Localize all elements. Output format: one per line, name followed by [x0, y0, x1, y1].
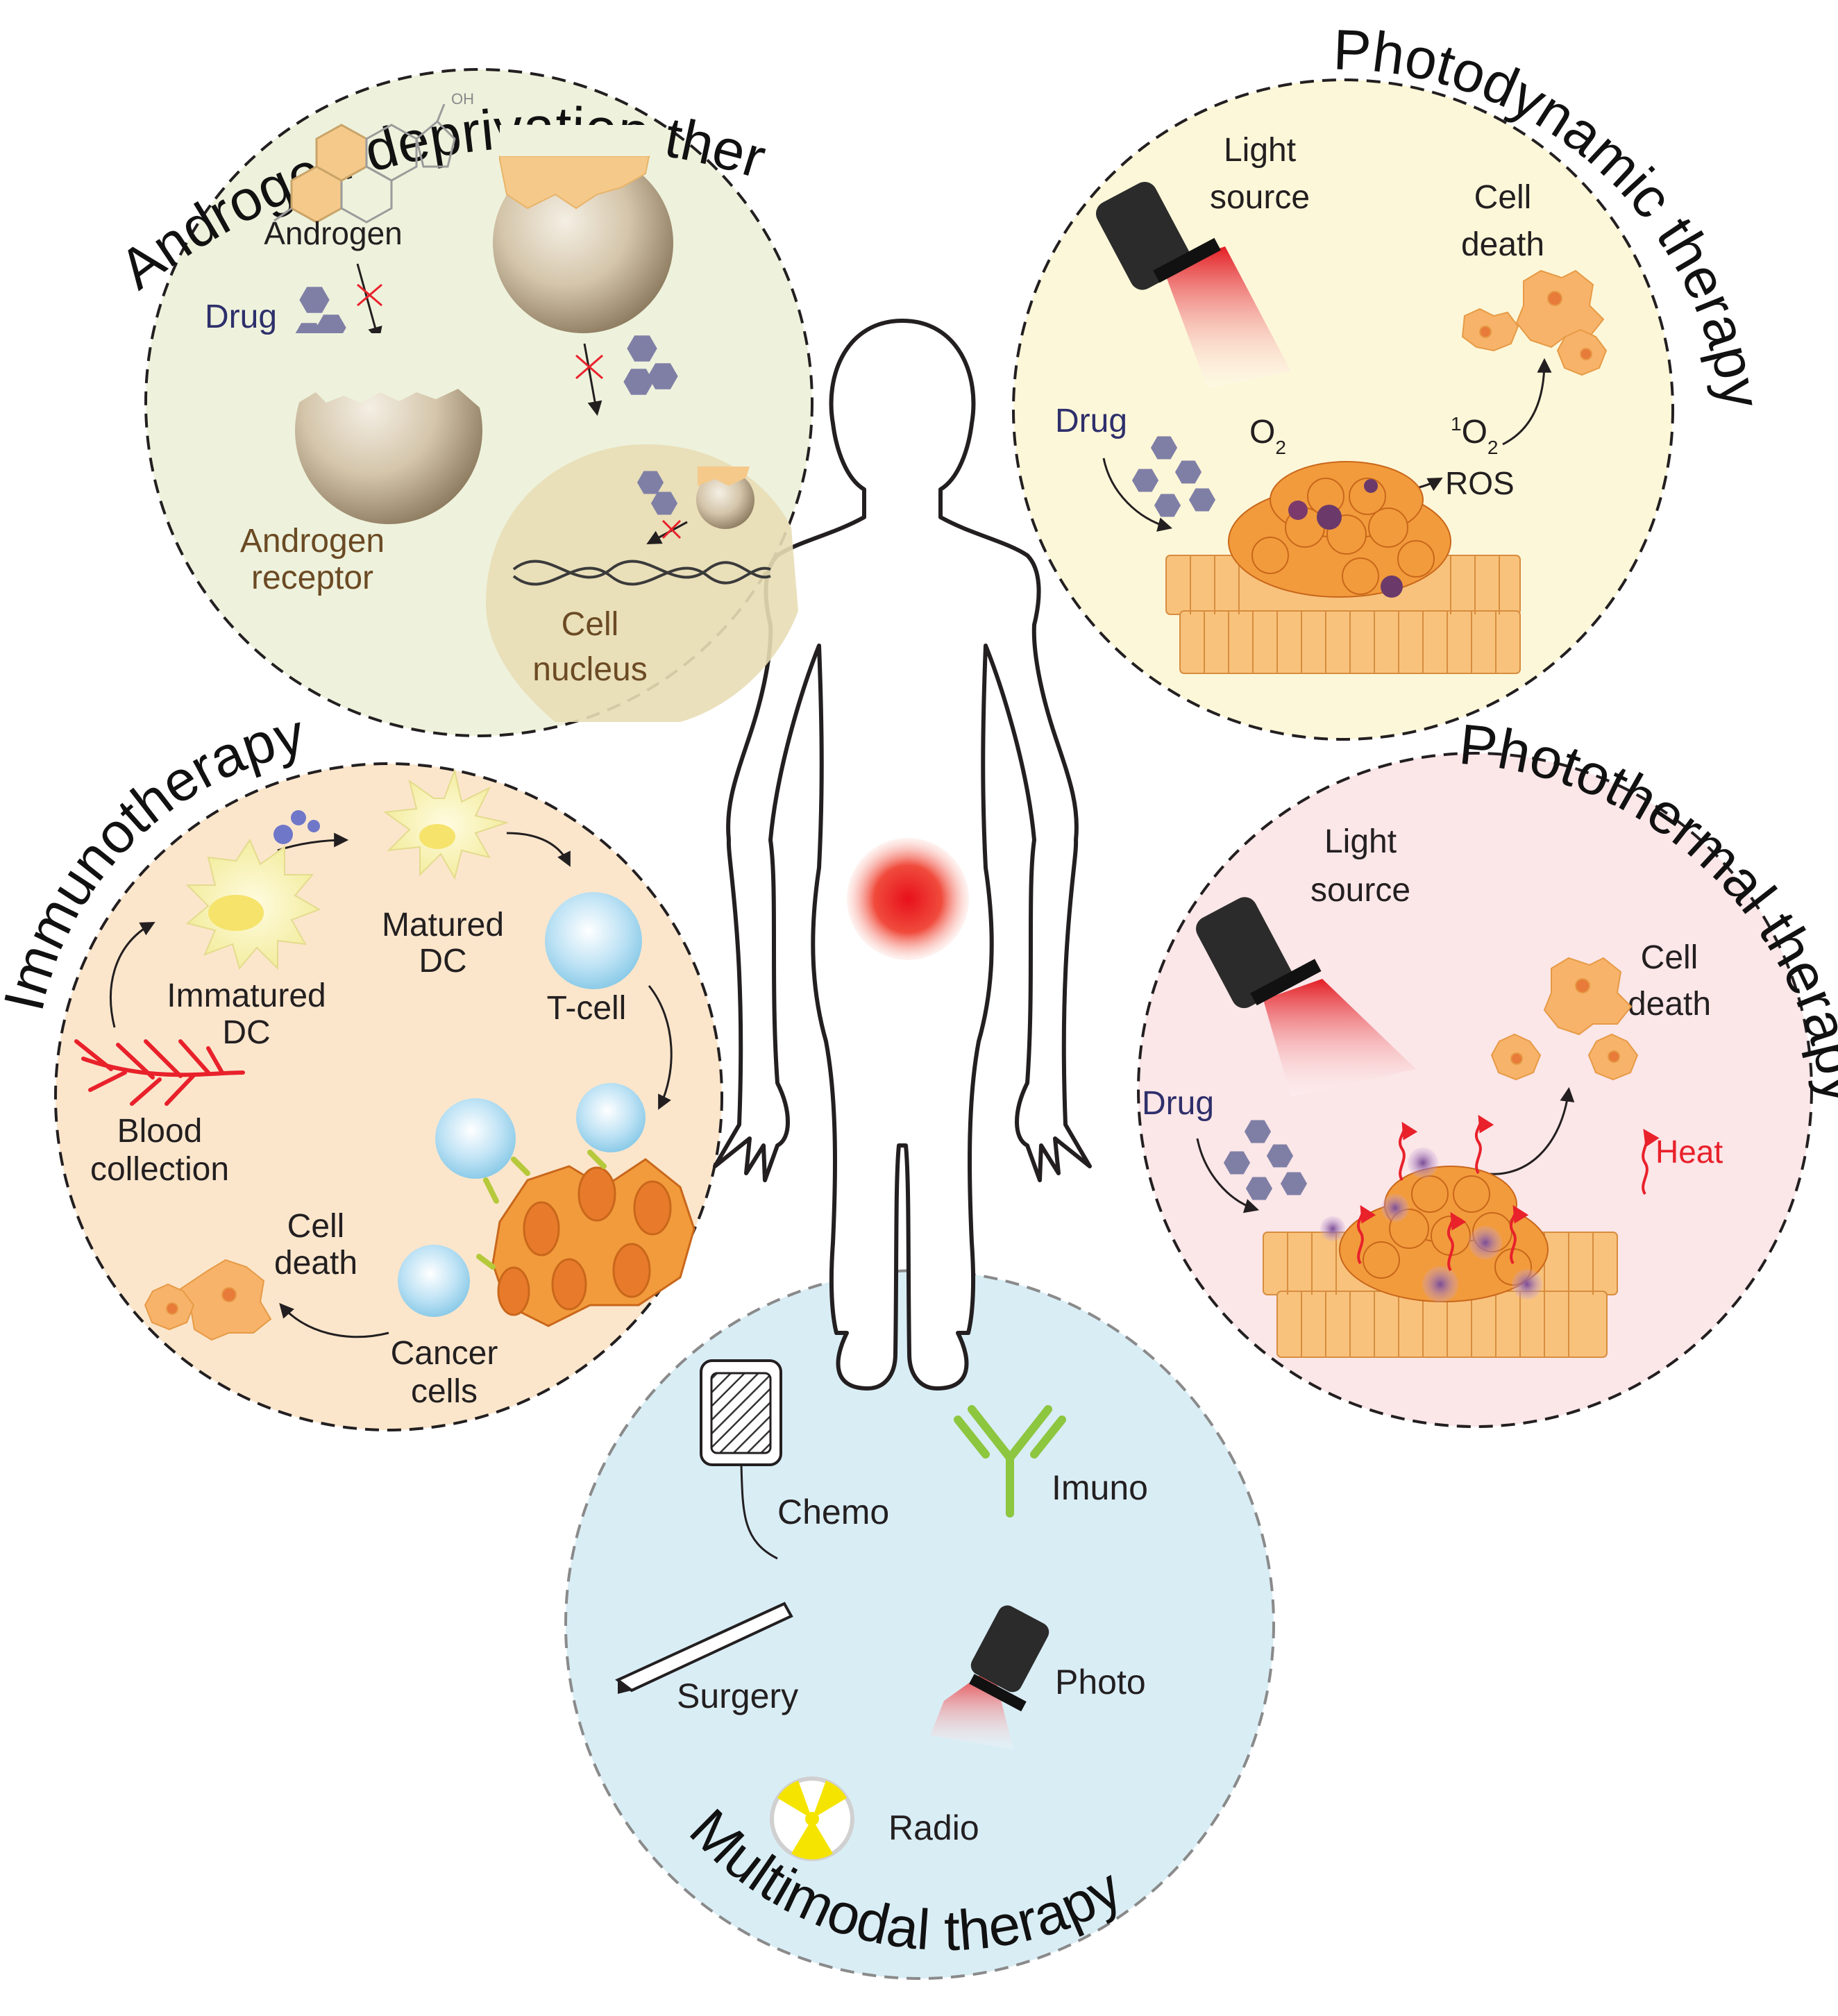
photo-label: Photo: [1055, 1663, 1146, 1702]
pdt-arrow-death: [1502, 358, 1552, 446]
bound-receptor-sphere: [493, 125, 673, 333]
ptt-dead-cells: [1490, 957, 1639, 1081]
radiation-icon: [770, 1776, 854, 1861]
oh-label: OH: [451, 90, 474, 108]
adt-arrow-androgen: [356, 263, 382, 342]
tcell-label: T-cell: [547, 990, 627, 1027]
cancer-cells-cluster: [491, 1158, 695, 1327]
heat-label: Heat: [1655, 1134, 1723, 1170]
matured-dc-cell: [383, 768, 509, 880]
scalpel-icon: [615, 1602, 793, 1694]
adt-drug-label: Drug: [205, 299, 277, 335]
pdt-o2-label: O2: [1249, 414, 1286, 458]
pdt-arrow-drug: [1102, 457, 1173, 532]
antibody-icon: [954, 1405, 1066, 1518]
pdt-death-label-1: Cell: [1474, 179, 1532, 216]
pdt-death-label-2: death: [1461, 226, 1544, 263]
matured-dc-bubbles: [273, 810, 320, 844]
ptt-heat-arrows: [1356, 1114, 1529, 1272]
immatured-label-2: DC: [222, 1014, 270, 1051]
blood-label-2: collection: [90, 1151, 229, 1188]
nucleus-label-1: Cell: [562, 606, 619, 643]
immuno-death-label-1: Cell: [287, 1208, 345, 1245]
ptt-nanoparticles: [1320, 1148, 1542, 1302]
adt-arrow-nucleus: [583, 343, 602, 417]
pdt-drug-label: Drug: [1055, 403, 1127, 439]
antibodies: [476, 1150, 607, 1270]
nucleus-small-receptor: [696, 467, 754, 529]
adt-block-cross-1: [357, 283, 382, 307]
pdt-light-source: [1095, 182, 1291, 389]
pdt-light-label-1: Light: [1224, 132, 1296, 169]
chemo-bag-icon: [700, 1359, 782, 1560]
blood-vessel: [74, 1039, 245, 1106]
radio-label: Radio: [888, 1808, 979, 1847]
pdt-dead-cells: [1461, 269, 1608, 376]
immuno-dead-cells: [144, 1259, 272, 1341]
dna-helix: [512, 560, 771, 586]
adt-block-cross-2: [575, 354, 603, 380]
chemo-label: Chemo: [777, 1493, 889, 1531]
androgen-receptor-sphere: [292, 333, 486, 524]
imuno-label: Imuno: [1052, 1468, 1148, 1507]
immuno-arrow-3: [648, 985, 673, 1110]
androgen-molecule: OH: [273, 90, 474, 224]
matured-label-1: Matured: [382, 907, 504, 943]
blood-label-1: Blood: [117, 1113, 203, 1150]
receptor-label-1: Androgen: [240, 523, 385, 560]
tumor-glow: [847, 838, 969, 960]
heat-legend: Heat: [1642, 1129, 1723, 1195]
receptor-label-2: receptor: [251, 560, 373, 596]
immuno-death-label-2: death: [274, 1245, 357, 1282]
immatured-dc-cell: [185, 838, 321, 971]
ptt-arrow-death: [1481, 1086, 1575, 1175]
cancer-label-2: cells: [411, 1373, 478, 1410]
ptt-light-source: [1196, 897, 1416, 1097]
ptt-death-label-1: Cell: [1641, 939, 1698, 976]
matured-label-2: DC: [419, 943, 466, 980]
immatured-label-1: Immatured: [167, 977, 326, 1014]
tcell-1: [545, 892, 642, 989]
photo-light-icon: [930, 1605, 1049, 1749]
pdt-light-label-2: source: [1210, 179, 1310, 216]
pdt-tumor-cluster: [1228, 461, 1451, 598]
pdt-singlet-label: 1O2: [1451, 413, 1499, 458]
ptt-drug-label: Drug: [1142, 1085, 1214, 1122]
cancer-label-1: Cancer: [391, 1335, 498, 1372]
nucleus-block-cross: [661, 519, 682, 539]
ptt-light-label-1: Light: [1324, 823, 1397, 860]
ptt-death-label-2: death: [1628, 986, 1711, 1023]
surgery-label: Surgery: [677, 1677, 798, 1715]
immuno-tcells-cluster: [398, 1083, 646, 1317]
immuno-arrow-5: [279, 1302, 389, 1338]
pdt-ros-label: ROS: [1445, 465, 1515, 501]
androgen-label: Androgen: [264, 215, 403, 251]
immuno-arrow-2: [506, 832, 571, 867]
nucleus-label-2: nucleus: [532, 651, 647, 688]
immuno-arrow-4: [110, 921, 155, 1028]
ptt-arrow-drug: [1196, 1138, 1260, 1213]
ptt-light-label-2: source: [1310, 872, 1410, 909]
